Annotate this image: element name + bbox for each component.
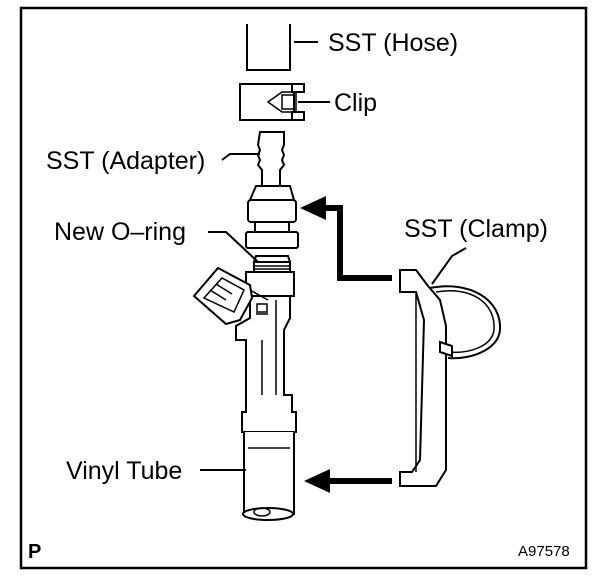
clip-drawing — [239, 83, 305, 121]
o-ring-leader — [208, 231, 259, 263]
label-vinyl-tube: Vinyl Tube — [66, 457, 182, 485]
label-new-o-ring: New O–ring — [54, 218, 186, 246]
injector-body-drawing — [192, 266, 297, 433]
sst-adapter-leader — [221, 153, 260, 161]
sst-adapter-drawing — [245, 131, 299, 249]
sst-clamp-drawing — [399, 269, 502, 487]
label-sst-adapter: SST (Adapter) — [46, 147, 205, 175]
figure-frame — [19, 6, 588, 570]
label-clip: Clip — [334, 89, 377, 117]
vinyl-tube-drawing — [242, 432, 295, 521]
o-ring-drawing — [252, 255, 292, 273]
sst-clamp-leader — [431, 247, 467, 285]
label-sst-clamp: SST (Clamp) — [404, 215, 548, 243]
corner-mark: P — [28, 541, 41, 563]
lower-arrow — [304, 469, 392, 493]
sst-hose-drawing — [246, 24, 291, 71]
label-sst-hose: SST (Hose) — [328, 29, 458, 57]
figure-code: A97578 — [518, 543, 570, 560]
upper-arrow — [300, 196, 392, 281]
